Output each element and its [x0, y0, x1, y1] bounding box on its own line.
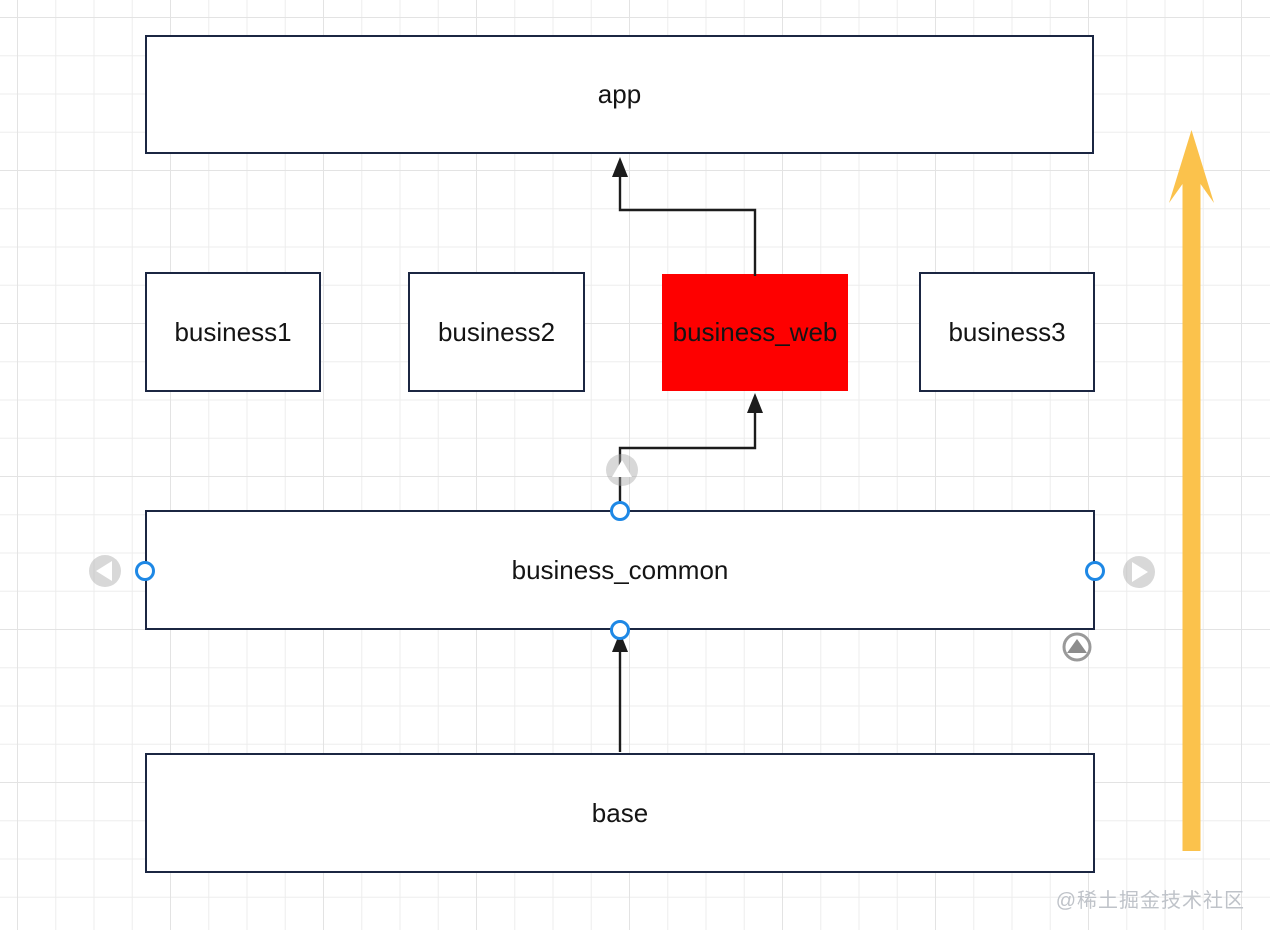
- node-business1[interactable]: business1: [145, 272, 321, 392]
- connection-handle-top[interactable]: [610, 501, 630, 521]
- edge-business-common-to-business-web[interactable]: [618, 393, 763, 509]
- watermark: @稀土掘金技术社区: [1055, 890, 1245, 912]
- node-base-label: base: [591, 797, 649, 828]
- edge-business-web-to-app[interactable]: [612, 157, 757, 276]
- node-business2-label: business2: [437, 316, 556, 347]
- node-business1-label: business1: [174, 316, 292, 347]
- node-app-label: app: [597, 79, 642, 109]
- connection-handle-bottom[interactable]: [610, 620, 630, 640]
- node-business-common-label: business_common: [511, 554, 729, 585]
- node-business3-label: business3: [948, 316, 1066, 347]
- node-business2[interactable]: business2: [408, 272, 585, 392]
- node-business-web[interactable]: business_web: [662, 274, 848, 391]
- arrowhead-up-icon: [747, 393, 763, 413]
- node-business3[interactable]: business3: [919, 272, 1095, 392]
- big-up-arrow[interactable]: [1169, 130, 1214, 851]
- node-base[interactable]: base: [145, 753, 1095, 873]
- edge-base-to-business-common[interactable]: [612, 632, 628, 752]
- node-business-web-label: business_web: [672, 317, 838, 347]
- connection-handle-right[interactable]: [1085, 561, 1105, 581]
- node-app[interactable]: app: [145, 35, 1094, 154]
- direction-arrow-left-icon[interactable]: [89, 555, 121, 587]
- connection-handle-left[interactable]: [135, 561, 155, 581]
- arrowhead-up-icon: [612, 157, 628, 177]
- arrowhead-up-icon: [612, 632, 628, 652]
- direction-arrow-right-icon[interactable]: [1123, 556, 1155, 588]
- circled-up-arrow-icon[interactable]: [1062, 632, 1092, 662]
- direction-arrow-up-icon[interactable]: [606, 454, 638, 486]
